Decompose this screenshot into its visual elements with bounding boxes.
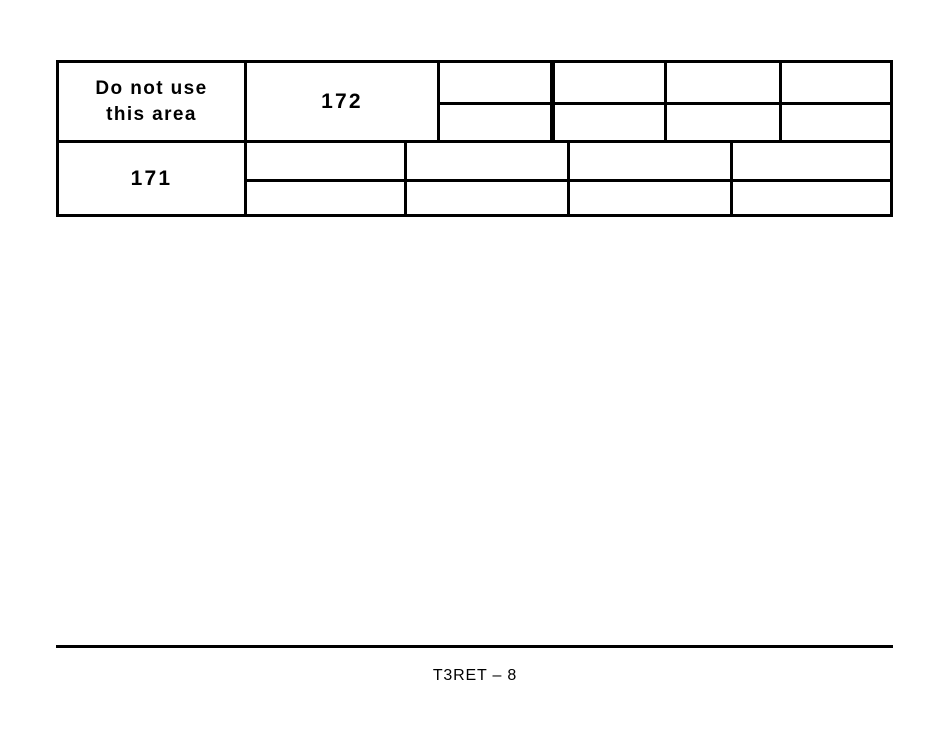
do-not-use-line-1: Do not use (95, 77, 208, 99)
answer-grid-row-bottom: 171 (59, 143, 890, 214)
answer-box-cell[interactable] (733, 143, 890, 179)
do-not-use-line-2: this area (106, 103, 197, 125)
answer-box-cell[interactable] (782, 102, 890, 141)
answer-box-cell[interactable] (440, 63, 555, 102)
answer-boxes-top-right (440, 63, 890, 140)
answer-box-line-lower (440, 101, 890, 141)
examination-answer-grid: Do not use this area 172 (56, 60, 893, 217)
answer-box-cell[interactable] (407, 178, 570, 214)
answer-box-cell[interactable] (570, 143, 733, 179)
answer-box-cell[interactable] (247, 178, 407, 214)
answer-box-cell[interactable] (407, 143, 570, 179)
answer-box-cell[interactable] (555, 101, 667, 140)
answer-box-line-upper (440, 63, 890, 105)
answer-box-cell[interactable] (247, 143, 407, 179)
answer-box-cell[interactable] (440, 101, 555, 140)
answer-box-cell[interactable] (782, 63, 890, 102)
footer-page-code: T3RET – 8 (432, 667, 518, 684)
answer-boxes-bottom-right (247, 143, 890, 214)
question-number-172: 172 (247, 63, 440, 140)
answer-box-line-upper (247, 143, 890, 182)
do-not-use-this-area-label: Do not use this area (59, 63, 247, 140)
footer-divider-rule (56, 645, 893, 648)
answer-grid-row-top: Do not use this area 172 (59, 63, 890, 143)
answer-box-line-lower (247, 178, 890, 215)
answer-box-cell[interactable] (667, 101, 782, 140)
answer-box-cell[interactable] (555, 63, 667, 102)
answer-box-cell[interactable] (667, 63, 782, 102)
answer-box-cell[interactable] (570, 178, 733, 214)
answer-box-cell[interactable] (733, 179, 890, 215)
question-number-171: 171 (59, 143, 247, 214)
